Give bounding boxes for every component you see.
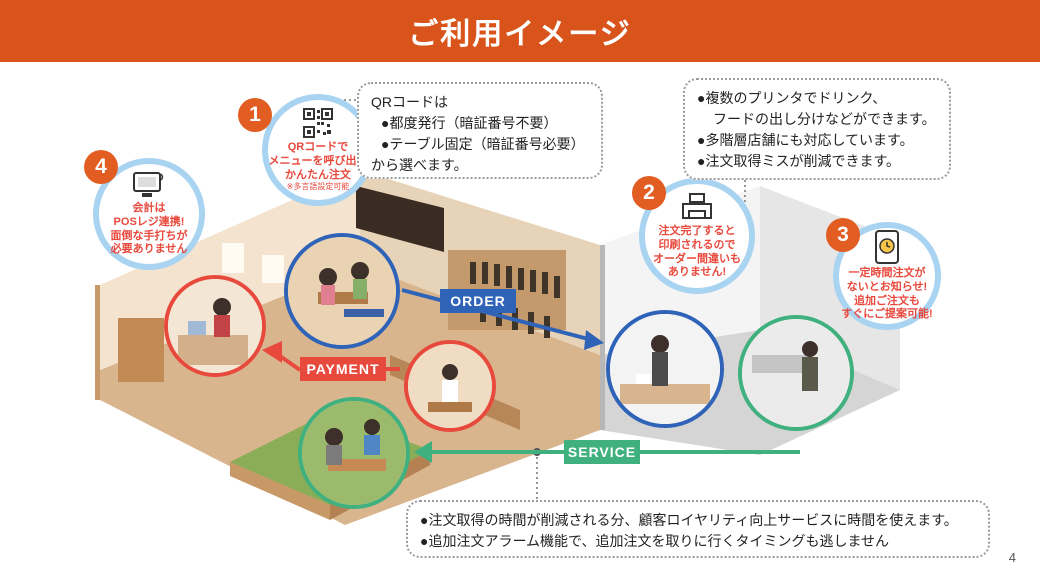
dining-left-wall-edge xyxy=(95,285,100,400)
service-note-line2: ●追加注文アラーム機能で、追加注文を取りに行くタイミングも逃しません xyxy=(420,533,890,549)
qr-note-intro: QRコードは xyxy=(371,94,448,110)
step2-line4: ありません! xyxy=(667,266,727,279)
step3-bubble: 一定時間注文が ないとお知らせ! 追加ご注文も すぐにご提案可能! xyxy=(833,222,941,330)
payment-arrow xyxy=(278,354,302,372)
left-door xyxy=(118,318,164,382)
step1-line2: メニューを呼び出し xyxy=(268,154,368,167)
payment-label: PAYMENT xyxy=(300,357,386,381)
step3-line4: すぐにご提案可能! xyxy=(841,308,933,321)
printer-note-line2: フードの出し分けなどができます。 xyxy=(713,111,936,127)
tablet-clock-icon xyxy=(875,230,899,264)
ordering-scene xyxy=(284,233,400,349)
printer-note-line4: ●注文取得ミスが削減できます。 xyxy=(697,153,901,169)
step3-line2: ないとお知らせ! xyxy=(846,280,928,293)
step4-line4: 必要ありません xyxy=(110,243,188,256)
step1-note: ※多言語設定可能 xyxy=(286,182,350,192)
page-title: ご利用イメージ xyxy=(408,18,632,51)
step3-line1: 一定時間注文が xyxy=(848,267,926,279)
printer-note: ●複数のプリンタでドリンク、 フードの出し分けなどができます。 ●多階層店舗にも… xyxy=(683,78,951,180)
kitchen-scene xyxy=(738,315,854,431)
step2-number: 2 xyxy=(632,176,666,210)
step1-line3: かんたん注文 xyxy=(285,168,351,181)
qr-note-item1: ●都度発行（暗証番号不要） xyxy=(381,115,558,131)
drinking-scene xyxy=(404,340,496,432)
printer-note-line1: ●複数のプリンタでドリンク、 xyxy=(697,90,887,106)
printer-icon xyxy=(682,193,712,219)
page-header: ご利用イメージ xyxy=(0,0,1040,62)
window-blinds xyxy=(356,186,444,252)
order-label: ORDER xyxy=(440,289,516,313)
qr-note: QRコードは ●都度発行（暗証番号不要） ●テーブル固定（暗証番号必要） から選… xyxy=(357,82,603,179)
qr-note-item2: ●テーブル固定（暗証番号必要） xyxy=(381,136,585,152)
printer-note-line3: ●多階層店舗にも対応しています。 xyxy=(697,132,914,148)
service-note: ●注文取得の時間が削減される分、顧客ロイヤリティ向上サービスに時間を使えます。 … xyxy=(406,500,990,558)
qr-note-outro: から選べます。 xyxy=(371,157,468,173)
page-number: 4 xyxy=(1008,550,1016,565)
step4-line3: 面倒な手打ちが xyxy=(110,229,188,242)
payment-scene xyxy=(164,275,266,377)
step4-line1: 会計は xyxy=(132,202,166,214)
step1-line1: QRコードで xyxy=(287,141,349,154)
order-arrow xyxy=(401,288,593,342)
tatami-scene xyxy=(298,397,410,509)
step3-number: 3 xyxy=(826,218,860,252)
step2-line3: オーダー間違いも xyxy=(653,252,741,265)
pos-register-icon xyxy=(133,172,164,197)
service-label: SERVICE xyxy=(564,440,640,464)
step3-line3: 追加ご注文も xyxy=(854,294,920,307)
printer-scene xyxy=(606,310,724,428)
step2-line1: 注文完了すると xyxy=(658,225,736,237)
qr-code-icon xyxy=(303,108,333,139)
step4-number: 4 xyxy=(84,150,118,184)
step1-number: 1 xyxy=(238,98,272,132)
step4-line2: POSレジ連携! xyxy=(113,215,185,228)
step2-line2: 印刷されるので xyxy=(658,238,736,251)
service-note-line1: ●注文取得の時間が削減される分、顧客ロイヤリティ向上サービスに時間を使えます。 xyxy=(420,512,958,528)
